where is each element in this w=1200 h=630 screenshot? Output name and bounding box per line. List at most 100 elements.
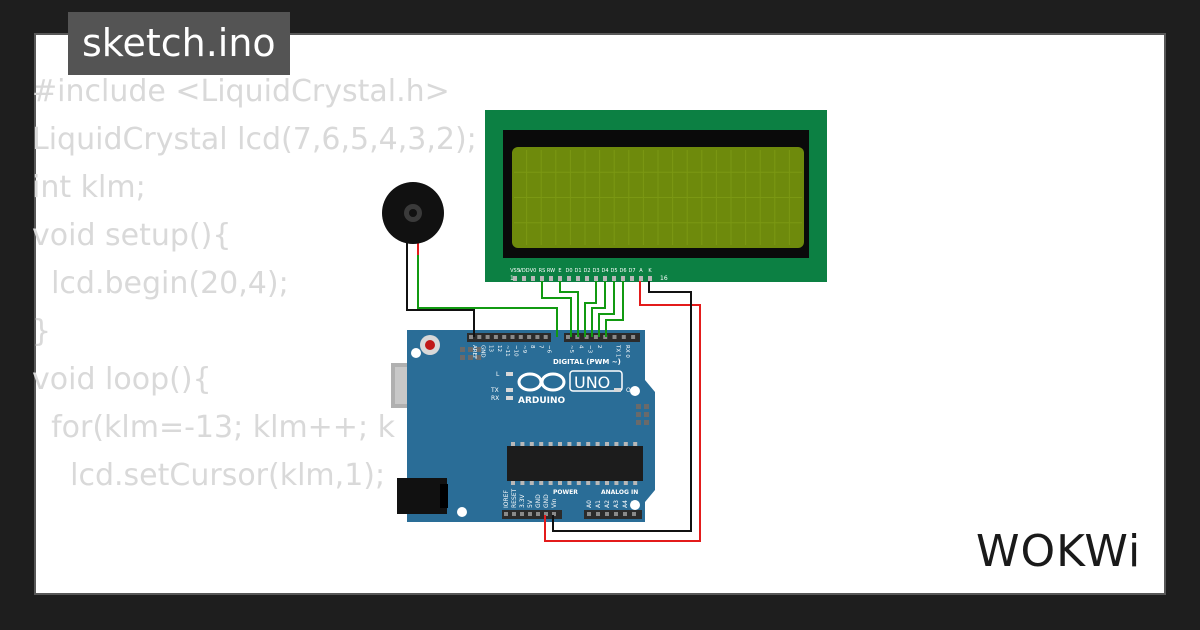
power-jack — [397, 478, 447, 514]
pin-label: TX 1 — [615, 344, 621, 357]
pin-label: 2 — [596, 345, 602, 349]
lcd-pin-label: RS — [539, 268, 546, 274]
lcd-pin — [576, 276, 580, 281]
led-rx — [506, 396, 513, 400]
icsp-header — [460, 347, 649, 425]
pin-label: GND — [543, 494, 550, 508]
lcd-pin-label: V0 — [530, 268, 537, 274]
wokwi-logo: WOKWi — [976, 526, 1142, 577]
pin-label: RESET — [511, 488, 518, 508]
lcd-pin-label: D1 — [574, 268, 581, 274]
lcd-pin — [567, 276, 571, 281]
uno-label: UNO — [574, 373, 610, 392]
pin-label: 5V — [527, 499, 534, 508]
wire-buzzer-pin8 — [417, 255, 558, 337]
lcd-pin — [540, 276, 544, 281]
pin-label: 4 — [577, 345, 583, 349]
code-line: for(klm=-13; klm++; k — [32, 410, 395, 445]
pin-label: IOREF — [503, 490, 510, 508]
pin-label: ~5 — [568, 345, 574, 354]
lcd-pin — [630, 276, 634, 281]
power-label: POWER — [553, 489, 578, 496]
led-label: ON — [626, 387, 635, 394]
lcd-pin-first: 1 — [510, 275, 514, 282]
lcd-pin-last: 16 — [660, 275, 668, 282]
lcd-pin-label: VDD — [518, 268, 529, 274]
led-label: RX — [491, 395, 499, 402]
led-on — [614, 388, 621, 392]
wire-lcd-cathode-gnd — [552, 281, 692, 532]
analog-label: ANALOG IN — [601, 489, 638, 496]
mount-hole — [630, 500, 640, 510]
wire-lcd-data — [541, 281, 624, 337]
analog-header — [584, 510, 642, 519]
lcd-pin — [612, 276, 616, 281]
page-title: sketch.ino — [68, 12, 290, 75]
lcd-pin-label: D5 — [610, 268, 617, 274]
lcd-pin-label: D6 — [619, 268, 626, 274]
lcd-pin — [648, 276, 652, 281]
lcd-pin-label: D3 — [592, 268, 599, 274]
code-line: lcd.setCursor(klm,1); — [32, 458, 386, 493]
lcd-pin-label: RW — [547, 268, 555, 274]
wire-buzzer-gnd — [406, 255, 475, 337]
lcd-pin — [594, 276, 598, 281]
code-preview: #include <LiquidCrystal.h> LiquidCrystal … — [32, 68, 477, 500]
code-line: void setup(){ — [32, 218, 232, 253]
pin-label: A1 — [595, 500, 602, 508]
code-line: LiquidCrystal lcd(7,6,5,4,3,2); — [32, 122, 477, 157]
buzzer[interactable] — [382, 182, 444, 255]
pin-label: A4 — [622, 500, 629, 508]
lcd-pin-label: A — [639, 268, 643, 274]
lcd-pin — [522, 276, 526, 281]
digital-header-label: DIGITAL (PWM ~) — [553, 358, 621, 366]
lcd-pin — [585, 276, 589, 281]
pin-label: 3.3V — [519, 493, 526, 508]
lcd-pin — [639, 276, 643, 281]
pin-label: 12 — [496, 345, 502, 352]
digital-header-left — [467, 333, 551, 342]
wire-lcd-anode-5v — [544, 281, 701, 542]
pin-label: A3 — [613, 500, 620, 508]
pin-label: ~9 — [521, 345, 527, 354]
pin-label: GND — [535, 494, 542, 508]
lcd-pin-label: D0 — [565, 268, 572, 274]
arduino-logo-icon — [517, 372, 566, 392]
lcd-pin-label: D7 — [628, 268, 635, 274]
lcd-pin-label: VSS — [510, 268, 520, 274]
pin-label: A0 — [586, 500, 593, 508]
lcd-pin — [549, 276, 553, 281]
code-line: void loop(){ — [32, 362, 212, 397]
mount-hole — [411, 348, 421, 358]
lcd-pin — [621, 276, 625, 281]
pin-label: GND — [479, 345, 485, 358]
wires — [406, 255, 701, 542]
pin-label: AREF — [471, 345, 477, 359]
lcd-pin-label: E — [558, 268, 561, 274]
pin-label: Vin — [551, 498, 558, 508]
code-line: #include <LiquidCrystal.h> — [32, 74, 450, 109]
lcd-pin — [603, 276, 607, 281]
lcd-pin-label: K — [648, 268, 652, 274]
lcd-pin — [531, 276, 535, 281]
pin-label: 7 — [537, 345, 543, 349]
led-label: TX — [490, 387, 499, 394]
pin-label: 13 — [488, 345, 494, 352]
pin-label: A5 — [631, 500, 638, 508]
pin-label: ~10 — [513, 345, 519, 357]
microcontroller-chip — [507, 446, 643, 481]
code-line: lcd.begin(20,4); — [32, 266, 289, 301]
led-l — [506, 372, 513, 376]
code-line: int klm; — [32, 170, 146, 205]
pin-label: ~6 — [546, 345, 552, 354]
lcd-pin — [558, 276, 562, 281]
uno-badge — [569, 370, 623, 392]
mount-hole — [630, 386, 640, 396]
led-tx — [506, 388, 513, 392]
code-line: } — [32, 314, 52, 349]
lcd-pin-label: D2 — [583, 268, 590, 274]
